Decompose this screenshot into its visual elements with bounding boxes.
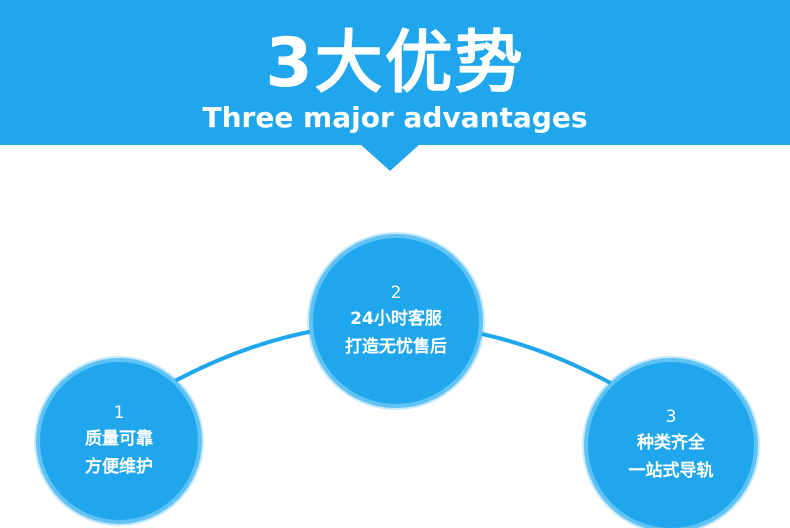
header-banner [0,0,790,145]
banner-pointer [360,144,420,171]
advantage-text-line2: 方便维护 [85,457,153,477]
advantage-number: 1 [113,403,125,423]
advantage-text-line1: 质量可靠 [85,429,153,449]
advantage-text-line2: 一站式导轨 [628,461,714,481]
advantage-text-line1: 24小时客服 [350,309,442,329]
advantage-text-line1: 种类齐全 [637,433,705,453]
advantage-circle-3: 3 种类齐全 一站式导轨 [588,362,754,528]
page-title: 3大优势 [265,24,525,103]
advantage-text-line2: 打造无忧售后 [345,337,447,357]
advantage-number: 3 [665,407,677,427]
advantage-circle-2: 2 24小时客服 打造无忧售后 [313,238,479,404]
advantage-circle-1: 1 质量可靠 方便维护 [40,362,198,520]
advantage-number: 2 [390,283,402,303]
page-subtitle: Three major advantages [202,101,588,134]
